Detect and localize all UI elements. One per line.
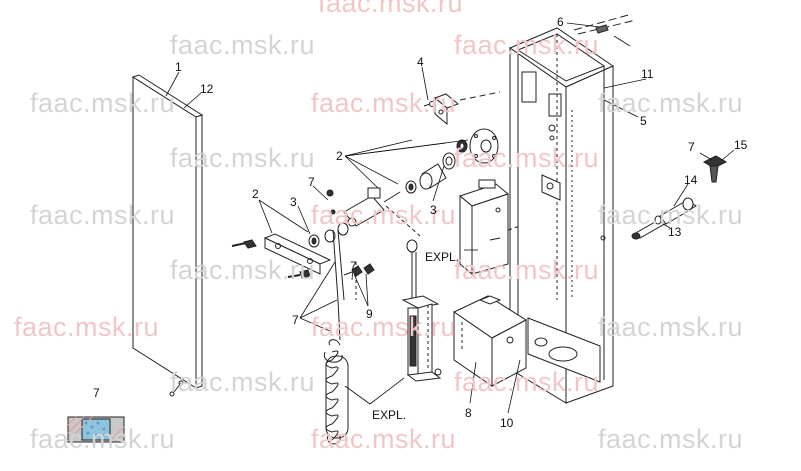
callout-14: 14 (684, 173, 698, 187)
watermark-12: faac.msk.ru (170, 255, 316, 285)
callout-7-swatch: 7 (93, 386, 100, 400)
watermark-7: faac.msk.ru (170, 143, 316, 173)
watermark-10: faac.msk.ru (311, 200, 457, 230)
watermark-11: faac.msk.ru (598, 200, 744, 230)
watermark-5: faac.msk.ru (311, 88, 457, 118)
panel-screw (178, 380, 184, 386)
flange-disc (405, 128, 499, 194)
callout-2-top: 2 (336, 149, 343, 163)
release-shaft (654, 197, 694, 225)
callout-expl-cylinder: EXPL. (372, 408, 407, 422)
watermark-8: faac.msk.ru (454, 143, 600, 173)
watermark-21: faac.msk.ru (598, 424, 744, 454)
callout-5: 5 (640, 114, 647, 128)
grease-swatch (67, 416, 125, 443)
watermark-13: faac.msk.ru (454, 255, 600, 285)
watermark-6: faac.msk.ru (598, 88, 744, 118)
release-key (702, 155, 728, 183)
control-box (452, 295, 527, 387)
callout-expl-pump: EXPL. (425, 250, 460, 264)
small-bolts (343, 262, 375, 300)
bracket (423, 91, 501, 126)
callout-7-key: 7 (688, 140, 695, 154)
valve-body (326, 187, 421, 237)
callout-9: 9 (366, 307, 373, 321)
callout-7-bolt: 7 (308, 175, 315, 189)
watermark-9: faac.msk.ru (30, 200, 176, 230)
watermark-14: faac.msk.ru (14, 312, 160, 342)
watermark-4: faac.msk.ru (30, 88, 176, 118)
watermark-3: faac.msk.ru (454, 30, 600, 60)
top-cover (573, 13, 637, 47)
callout-3-mid: 3 (430, 203, 437, 217)
pump-motor (458, 179, 521, 276)
callout-3-left: 3 (290, 195, 297, 209)
callout-6: 6 (557, 15, 564, 29)
callout-15: 15 (734, 138, 748, 152)
callout-7-spring: 7 (292, 313, 299, 327)
mounting-plate (231, 233, 332, 279)
piston-cylinder (401, 239, 442, 382)
callout-4: 4 (417, 55, 424, 69)
washer-pair (308, 222, 349, 248)
callout-10: 10 (500, 416, 514, 430)
watermark-19: faac.msk.ru (30, 424, 176, 454)
watermark-17: faac.msk.ru (170, 367, 316, 397)
watermark-1: faac.msk.ru (170, 30, 316, 60)
callout-1: 1 (175, 60, 182, 74)
housing-cabinet (508, 27, 615, 404)
watermark-16: faac.msk.ru (598, 312, 744, 342)
callout-2-left: 2 (252, 187, 259, 201)
callout-11: 11 (641, 67, 654, 81)
callout-13: 13 (668, 225, 682, 239)
callout-8: 8 (465, 406, 472, 420)
watermark-15: faac.msk.ru (311, 312, 457, 342)
watermark-20: faac.msk.ru (311, 424, 457, 454)
tension-spring (323, 229, 349, 445)
callout-7-rod: 7 (350, 259, 357, 273)
leader-lines (165, 22, 735, 414)
callout-12: 12 (200, 82, 214, 96)
watermark-18: faac.msk.ru (454, 367, 600, 397)
watermark-2: faac.msk.ru (318, 0, 464, 18)
front-panel (131, 74, 204, 397)
